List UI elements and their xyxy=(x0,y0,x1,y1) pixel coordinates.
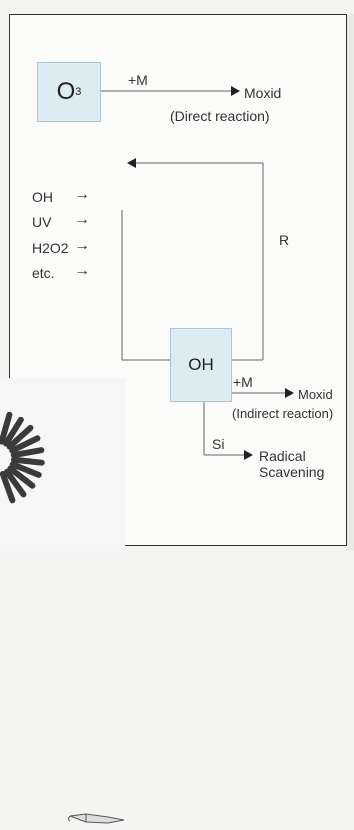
initiator-oh: OH xyxy=(32,189,53,205)
indirect-reaction-note: (Indirect reaction) xyxy=(232,406,334,421)
scavenging-line1: Radical xyxy=(259,448,306,464)
initiator-uv: UV xyxy=(32,214,52,230)
initiator-arrow-h2o2: → xyxy=(74,237,90,254)
arrowhead-loop xyxy=(127,158,136,168)
connector-lines xyxy=(99,86,294,460)
initiator-etc: etc. xyxy=(32,265,55,281)
indirect-product: Moxid xyxy=(298,387,333,402)
loop-label: R xyxy=(279,232,290,248)
ozone-subscript: 3 xyxy=(75,86,82,98)
page-edge xyxy=(346,14,354,551)
arrowhead-indirect xyxy=(285,388,294,398)
scavenger-reagent: Si xyxy=(212,436,225,452)
direct-reaction-note: (Direct reaction) xyxy=(170,108,270,124)
initiator-arrow-etc: → xyxy=(74,262,90,279)
indirect-reagent: +M xyxy=(233,374,253,390)
initiator-h2o2: H2O2 xyxy=(32,240,69,256)
arrowhead-scavenge xyxy=(244,450,253,460)
top-reagent: +M xyxy=(128,72,148,88)
corner-photo xyxy=(0,378,125,824)
ozone-symbol: O xyxy=(56,78,76,105)
scavenging-line2: Scavening xyxy=(259,464,325,480)
hydroxyl-label: OH xyxy=(188,355,214,374)
arrowhead-top xyxy=(231,86,240,96)
hydroxyl-box: OH xyxy=(170,328,232,402)
radial-fan-graphic xyxy=(0,378,125,551)
pen-icon xyxy=(68,813,125,824)
initiator-arrow-uv: → xyxy=(74,211,90,228)
top-product: Moxid xyxy=(244,85,282,101)
initiator-arrow-oh: → xyxy=(74,186,90,203)
